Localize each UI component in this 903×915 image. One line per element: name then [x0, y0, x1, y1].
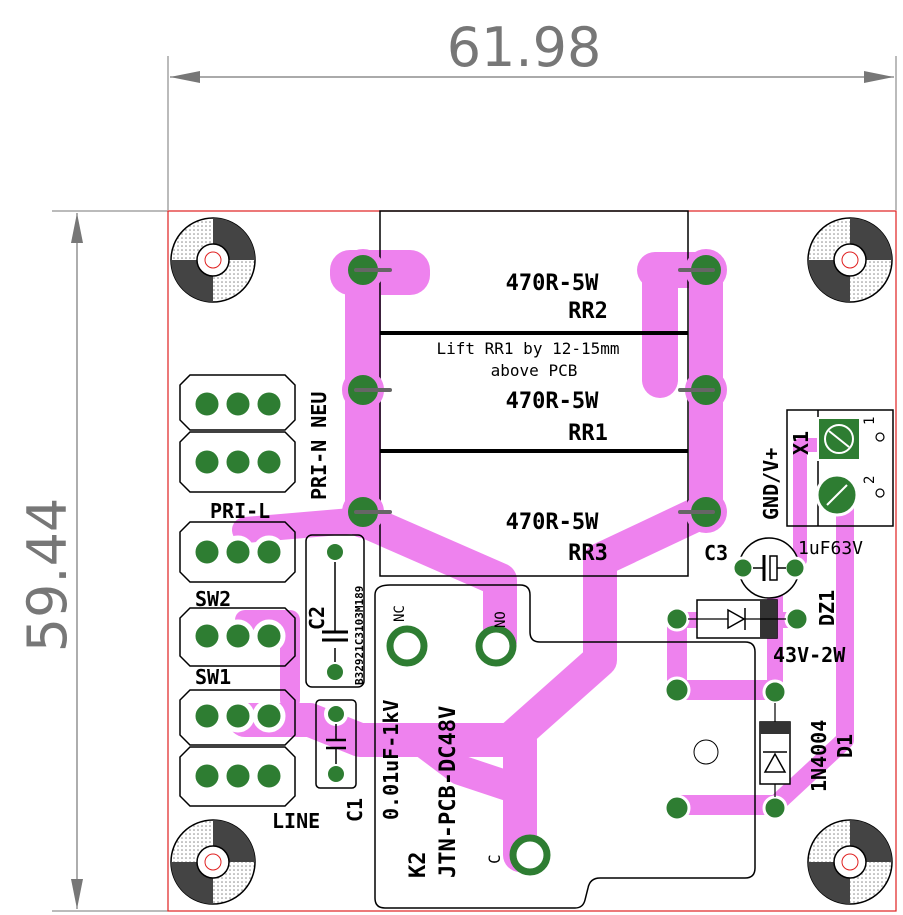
height-dimension-label: 59.44: [16, 498, 79, 653]
d1-value: 1N4004: [807, 720, 831, 792]
pri-n-neu-label: PRI-N NEU: [307, 392, 331, 500]
sw1-label: SW1: [195, 665, 231, 689]
relay-mount-hole: [693, 739, 719, 765]
x1-label: GND/V+: [759, 448, 783, 520]
relay-outline: [374, 584, 756, 909]
relay-no-label: NO: [493, 611, 509, 628]
d1-diode: [759, 703, 791, 797]
relay-ref: K2: [406, 852, 431, 879]
silkscreen-text: 470R-5W RR2 Lift RR1 by 12-15mm above PC…: [195, 271, 878, 878]
c1-capacitor: [315, 699, 357, 789]
line-label: LINE: [272, 809, 320, 833]
d1-ref: D1: [833, 734, 857, 758]
rr1-ref: RR1: [568, 421, 608, 446]
mounting-hole-bottom-left: [170, 819, 256, 905]
note-line-2: above PCB: [491, 361, 578, 380]
c3-value: 1uF63V: [798, 538, 863, 559]
relay-pads: [386, 625, 551, 876]
x1-ref: X1: [789, 431, 813, 455]
dimension-width: [167, 56, 897, 210]
c2-part: B32921C3103M189: [353, 586, 366, 685]
x1-pin2: 2: [862, 476, 878, 484]
mounting-hole-top-left: [170, 217, 256, 303]
relay-part: JTN-PCB-DC48V: [436, 706, 461, 878]
note-line-1: Lift RR1 by 12-15mm: [436, 339, 619, 358]
header-pads: [190, 387, 286, 793]
x1-terminal: [786, 409, 894, 527]
c3-ref: C3: [704, 541, 728, 565]
relay-c-label: C: [485, 854, 504, 864]
rr3-ref: RR3: [568, 541, 608, 566]
header-outlines: [179, 374, 296, 807]
c1-value: 0.01uF-1kV: [379, 700, 403, 820]
pri-l-label: PRI-L: [210, 499, 270, 523]
misc-pads: [663, 676, 788, 822]
c3-capacitor: [731, 537, 807, 599]
rr1-value: 470R-5W: [506, 389, 599, 414]
x1-pin1: 1: [862, 417, 878, 425]
rr3-value: 470R-5W: [506, 510, 599, 535]
dimension-height: [52, 210, 168, 912]
mounting-hole-top-right: [807, 217, 893, 303]
sw2-label: SW2: [195, 587, 231, 611]
dz1-ref: DZ1: [815, 590, 839, 626]
relay-nc-label: NC: [392, 605, 408, 622]
c1-ref: C1: [343, 798, 367, 822]
dz1-diode: [664, 599, 810, 639]
c2-capacitor: [305, 534, 365, 688]
width-dimension-label: 61.98: [447, 16, 602, 79]
rr2-ref: RR2: [568, 299, 608, 324]
c2-ref: C2: [305, 606, 329, 630]
resistor-leads: [354, 268, 715, 514]
rr2-value: 470R-5W: [506, 271, 599, 296]
mounting-hole-bottom-right: [807, 819, 893, 905]
dz1-value: 43V-2W: [773, 643, 846, 667]
